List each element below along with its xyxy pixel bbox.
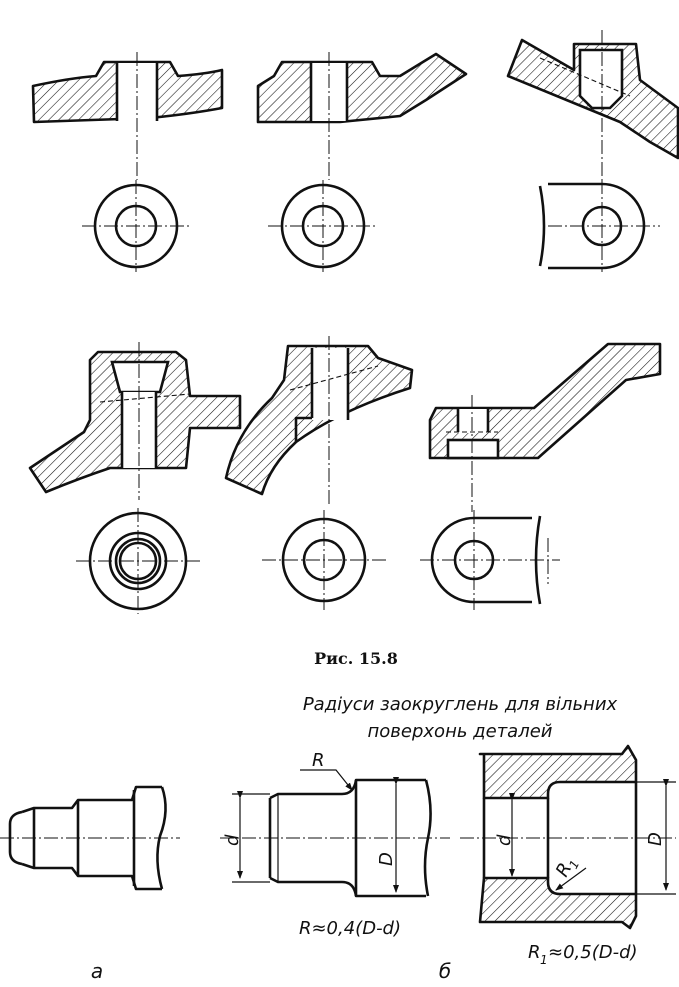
boss-plan-4 — [76, 508, 200, 614]
formula-R: R≈0,4(D-d) — [299, 918, 401, 939]
dim-D-shaft: D — [376, 852, 397, 866]
fillets-title-line2: поверхонь деталей — [368, 721, 553, 742]
dim-d-shaft: d — [222, 834, 243, 846]
boss-section-2 — [256, 52, 468, 180]
boss-plan-3 — [538, 180, 660, 272]
formula-R1-sub: 1 — [540, 953, 548, 967]
stepped-shaft-a — [0, 785, 180, 891]
boss-section-1 — [31, 52, 224, 180]
dim-R1: R 1 — [552, 858, 582, 881]
fillets-title-line1: Радіуси заокруглень для вільних — [303, 694, 618, 715]
bore-with-fillet — [460, 744, 676, 930]
figure-caption: Рис. 15.8 — [314, 649, 398, 668]
dim-d-bore: d — [494, 834, 515, 846]
formula-R1-prefix: R — [528, 942, 541, 963]
boss-plan-1 — [82, 180, 192, 272]
dim-R: R — [312, 750, 325, 771]
formula-R1-rest: ≈0,5(D-d) — [548, 942, 638, 963]
shaft-with-fillet — [220, 769, 450, 898]
boss-section-4 — [28, 342, 242, 500]
boss-section-6 — [428, 342, 662, 512]
boss-plan-5 — [262, 510, 386, 610]
boss-plan-6 — [420, 510, 560, 610]
boss-plan-2 — [268, 180, 378, 272]
dim-D-bore: D — [645, 832, 666, 846]
label-a: а — [91, 959, 103, 983]
boss-section-5 — [224, 336, 414, 505]
label-b: б — [439, 959, 451, 983]
formula-R1: R 1 ≈0,5(D-d) — [528, 942, 638, 967]
boss-section-3 — [506, 30, 679, 180]
